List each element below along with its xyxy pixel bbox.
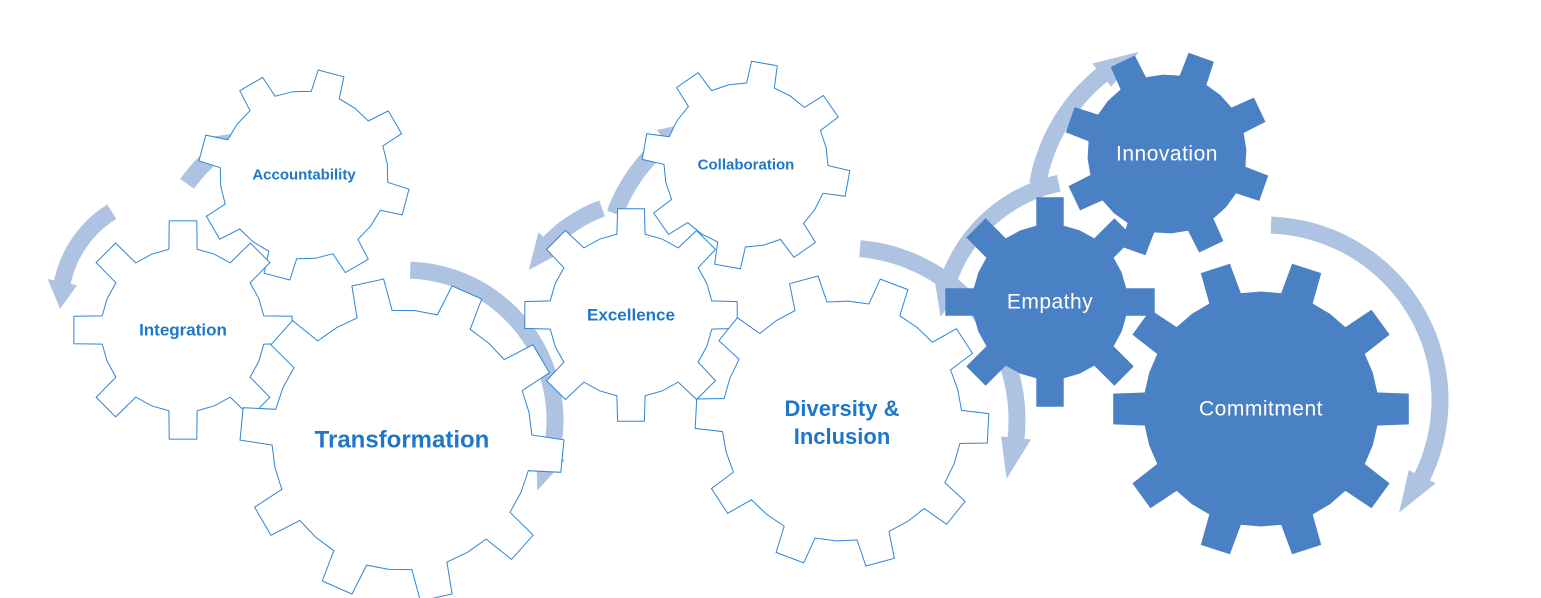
gear-diversity-label: Diversity &Inclusion [785, 396, 900, 449]
gear-integration: Integration [73, 220, 293, 440]
gear-commitment: Commitment [1113, 263, 1409, 555]
gear-excellence-icon [524, 208, 738, 422]
arrow-accountability-left-icon [47, 204, 117, 309]
gear-diversity: Diversity &Inclusion [694, 275, 990, 567]
gear-diversity-icon [694, 275, 990, 567]
gear-innovation-label: Innovation [1116, 143, 1218, 166]
gear-integration-label: Integration [139, 321, 227, 340]
gear-transformation-icon [239, 278, 565, 598]
gear-commitment-label: Commitment [1199, 398, 1323, 421]
gear-transformation-label: Transformation [315, 427, 490, 454]
gear-integration-icon [73, 220, 293, 440]
arrow-commitment-right-icon [1270, 216, 1449, 513]
gear-collaboration-label: Collaboration [698, 157, 795, 174]
gear-empathy-label: Empathy [1007, 291, 1093, 314]
gear-excellence: Excellence [524, 208, 738, 422]
gear-innovation: Innovation [1065, 52, 1269, 256]
arrow-empathy-up-icon [1029, 51, 1139, 186]
gear-collaboration-icon [641, 60, 851, 270]
gear-empathy-icon [945, 197, 1155, 407]
gear-accountability: Accountability [198, 69, 410, 281]
gear-empathy: Empathy [945, 197, 1155, 407]
gear-commitment-icon [1113, 263, 1409, 555]
gear-collaboration: Collaboration [641, 60, 851, 270]
gear-innovation-icon [1065, 52, 1269, 256]
gear-transformation: Transformation [239, 278, 565, 598]
gear-accountability-label: Accountability [252, 167, 356, 184]
gear-accountability-icon [198, 69, 410, 281]
gear-excellence-label: Excellence [587, 306, 675, 325]
